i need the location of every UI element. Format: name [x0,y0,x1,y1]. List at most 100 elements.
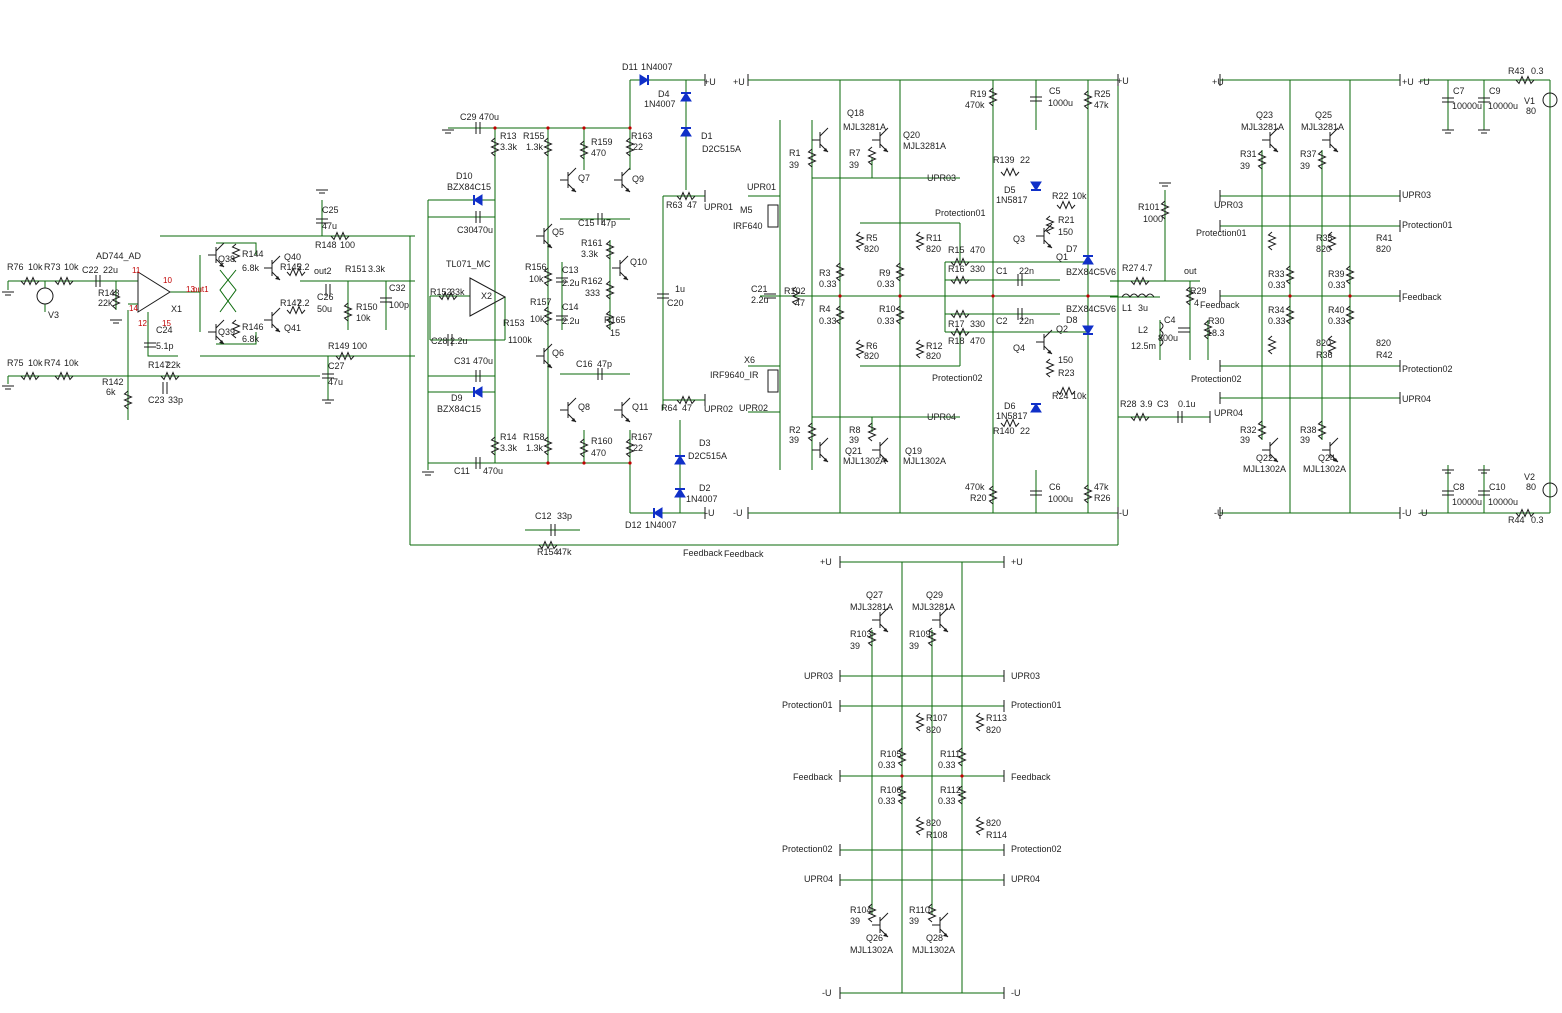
component-label: +U [704,77,716,87]
resistor [807,422,817,442]
mosfet-m5 [767,204,779,228]
component-label: 2.2u [562,278,580,288]
junction [628,126,632,130]
component-label: 39 [1300,161,1310,171]
component-label: R7 [849,148,861,158]
transistor-collector [939,912,949,922]
opamp-x2 [469,277,507,317]
pin-label: out1 [193,285,209,294]
resistor [835,305,845,325]
opamp-x1 [137,271,171,313]
component-label: D11 [622,62,638,72]
component-label: 22n [1019,266,1034,276]
component-label: +U [1402,77,1414,87]
component-label: 10000u [1452,101,1482,111]
component-label: UPR02 [739,403,768,413]
component-label: R44 [1508,515,1525,525]
pin-label: 11 [132,266,141,275]
component-label: 2.2u [562,316,580,326]
component-label: 10k [529,274,544,284]
component-label: 820 [926,725,941,735]
wire [216,332,257,345]
component-label: M5 [740,205,753,215]
component-label: 820 [926,818,941,828]
component-label: 0.33 [819,279,837,289]
source-v3 [36,287,54,305]
component-label: 4.7 [1140,263,1153,273]
component-label: D8 [1066,315,1078,325]
resistor [950,257,970,267]
component-label: R12 [926,341,943,351]
pin-label: 15 [162,319,171,328]
resistor [538,540,558,550]
resistor [897,785,907,805]
component-label: 2.2 [297,262,310,272]
component-label: Q41 [284,323,301,333]
component-label: L1 [1122,303,1132,313]
component-label: X1 [171,304,182,314]
component-label: BZX84C15 [447,182,491,192]
resistor [1083,484,1093,504]
component-label: C10 [1489,482,1506,492]
component-label: 22k [166,360,181,370]
component-label: Feedback [1402,292,1442,302]
component-label: 33p [168,395,183,405]
component-label: Q6 [552,348,564,358]
component-label: 22 [1020,155,1030,165]
component-label: UPR04 [1011,874,1040,884]
resistor [895,262,905,282]
component-label: X6 [744,355,755,365]
component-label: C16 [576,359,593,369]
component-label: R23 [1058,368,1075,378]
transistor-collector [819,127,829,137]
component-label: +U [820,557,832,567]
resistor [579,438,589,458]
component-label: MJL3281A [843,122,886,132]
component-label: D5 [1004,185,1016,195]
component-label: Q9 [632,174,644,184]
diode [473,194,483,206]
component-label: 39 [909,641,919,651]
component-label: R39 [1328,269,1345,279]
junction [960,774,964,778]
component-label: R157 [530,297,552,307]
resistor [605,240,615,260]
component-label: Protection01 [782,700,833,710]
component-label: C27 [328,361,345,371]
transistor-collector [271,255,281,265]
transistor-arrow [571,188,576,192]
component-label: 1000u [1048,494,1073,504]
component-label: R64 [661,403,678,413]
component-label: D2C515A [702,144,741,154]
resistor [1345,305,1355,325]
inductor-l2 [1159,321,1164,347]
component-label: 22u [103,265,118,275]
diode [1082,325,1094,335]
component-label: 39 [789,160,799,170]
component-label: Q29 [926,590,943,600]
component-label: Protection01 [1402,220,1453,230]
component-label: out [1184,266,1197,276]
transistor-collector [215,319,225,329]
component-label: R26 [1094,493,1111,503]
component-label: UPR01 [747,182,776,192]
resistor [927,903,937,923]
component-label: R148 [315,240,337,250]
component-label: D9 [451,393,463,403]
component-label: UPR04 [804,874,833,884]
junction [582,126,586,130]
component-label: Q40 [284,252,301,262]
component-label: MJL1302A [850,945,893,955]
component-label: R24 [1052,391,1069,401]
component-label: 820 [986,818,1001,828]
resistor [543,436,553,456]
component-label: MJL3281A [912,602,955,612]
component-label: C14 [562,302,579,312]
resistor [855,339,865,359]
component-label: R103 [850,629,872,639]
component-label: Q24 [1318,453,1335,463]
component-label: 0.33 [938,796,956,806]
component-label: Q18 [847,108,864,118]
component-label: 47 [795,298,805,308]
